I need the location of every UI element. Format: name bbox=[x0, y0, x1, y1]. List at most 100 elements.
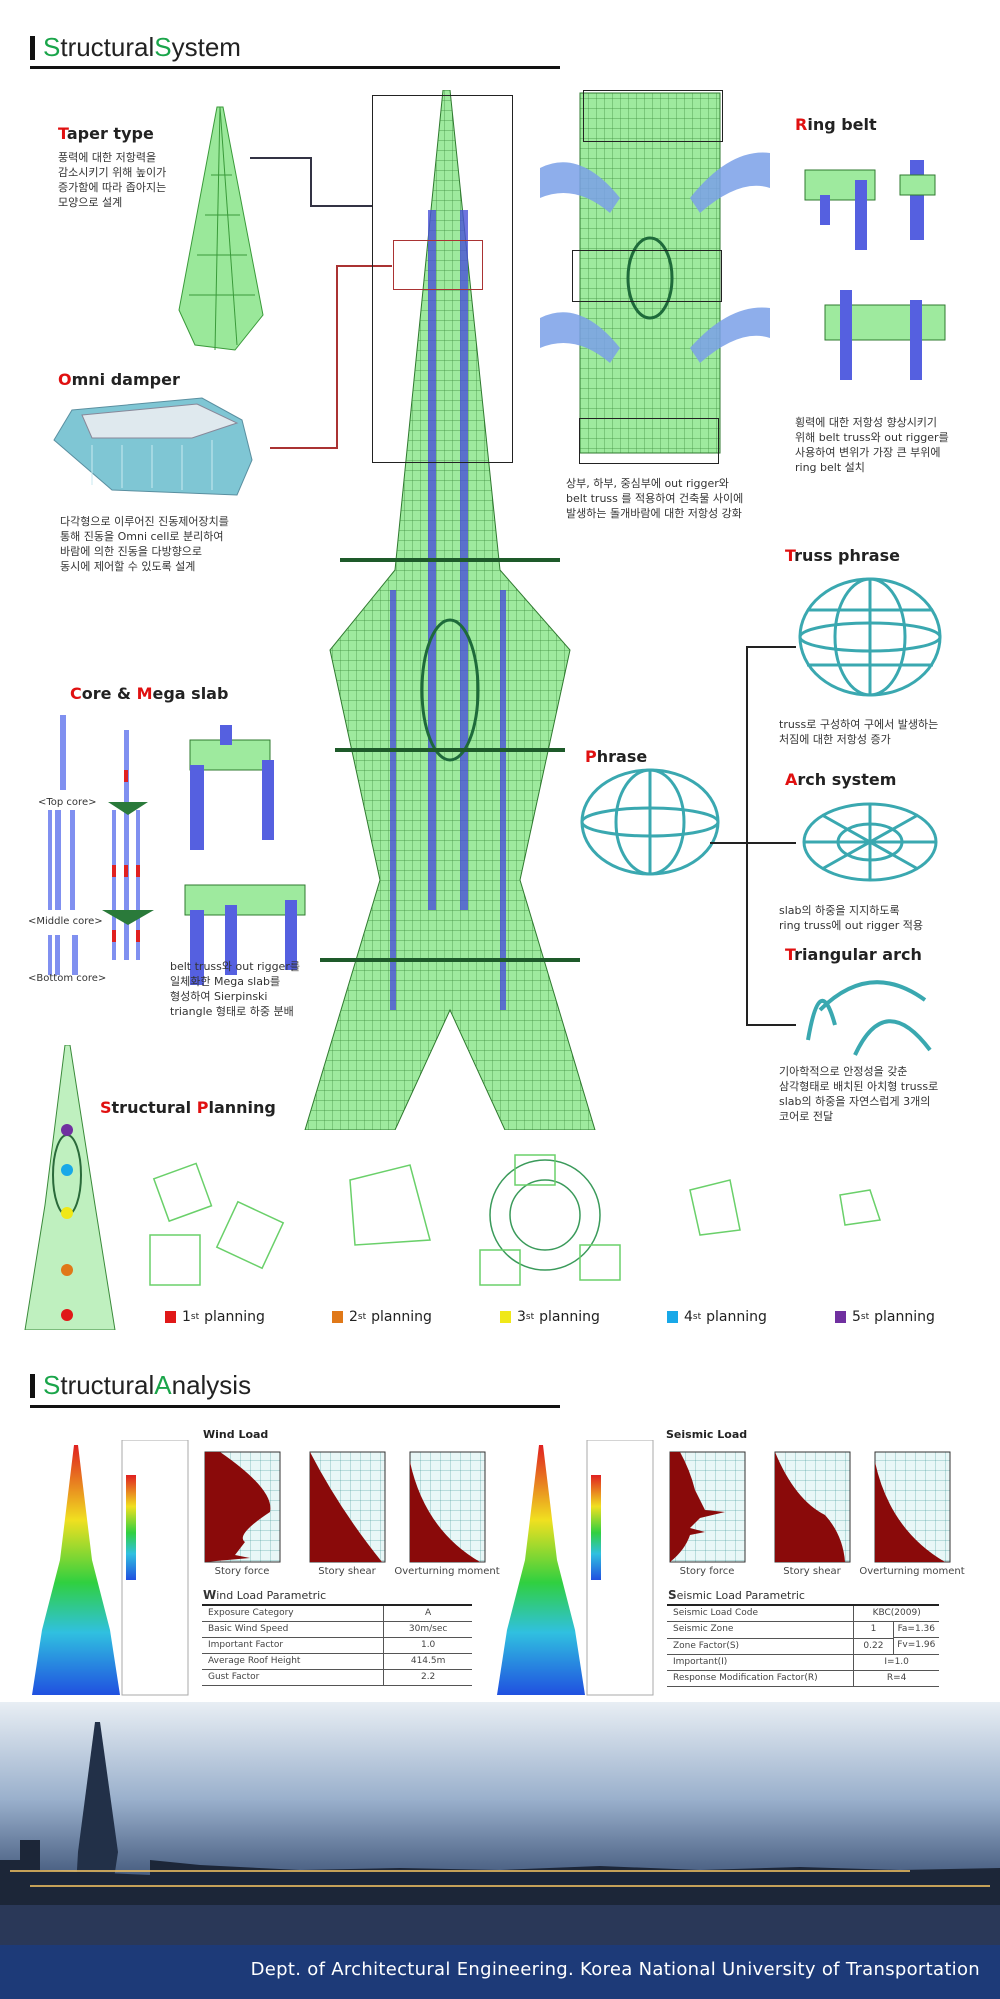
taper-model-image bbox=[178, 106, 264, 351]
taper-type-heading: Taper type bbox=[58, 124, 154, 143]
triangular-arch-text: 기아학적으로 안정성을 갖춘 삼각형태로 배치된 아치형 truss로 slab… bbox=[779, 1065, 939, 1123]
lower-outrigger-frame bbox=[579, 418, 719, 464]
wind-chart-label: Story force bbox=[214, 1566, 270, 1577]
title-part: nalysis bbox=[171, 1370, 252, 1400]
connector-line bbox=[336, 265, 338, 449]
title-underline bbox=[30, 66, 560, 69]
tower-model-image bbox=[304, 90, 596, 1130]
phrase-sphere-image bbox=[580, 768, 720, 876]
connector-line bbox=[310, 205, 372, 207]
title-part: ystem bbox=[171, 32, 241, 62]
damper-detail-frame bbox=[393, 240, 483, 290]
title-part: tructural bbox=[60, 32, 155, 62]
arch-system-heading: Arch system bbox=[785, 770, 897, 789]
legend-swatch bbox=[332, 1311, 343, 1323]
seismic-overturning-moment-chart bbox=[874, 1451, 951, 1563]
wind-displacement-image bbox=[32, 1440, 189, 1696]
top-core-label: <Top core> bbox=[38, 797, 97, 808]
connector-line bbox=[250, 157, 312, 159]
top-detail-frame bbox=[372, 95, 513, 463]
middle-core-label: <Middle core> bbox=[28, 916, 103, 927]
truss-phrase-heading: Truss phrase bbox=[785, 546, 900, 565]
middle-outrigger-frame bbox=[572, 250, 722, 302]
wind-load-title: Wind Load bbox=[203, 1428, 269, 1441]
wind-load-charts bbox=[204, 1451, 486, 1563]
wind-chart-label: Overturning moment bbox=[394, 1566, 500, 1577]
connector-line bbox=[746, 1024, 796, 1026]
connector-line bbox=[746, 646, 748, 1026]
connector-line bbox=[270, 447, 338, 449]
seismic-parametric-title: Seismic Load Parametric bbox=[668, 1588, 805, 1602]
outrigger-text: 상부, 하부, 중심부에 out rigger와 belt truss 를 적용… bbox=[566, 477, 744, 520]
triangular-arch-heading: Triangular arch bbox=[785, 945, 922, 964]
title-initial: S bbox=[154, 32, 172, 62]
tower-silhouette bbox=[75, 1722, 118, 1905]
title-part: tructural bbox=[60, 1370, 155, 1400]
arch-ring-image bbox=[802, 802, 938, 882]
ring-belt-image bbox=[804, 160, 946, 380]
title-initial: A bbox=[154, 1370, 172, 1400]
triangular-arch-image bbox=[806, 980, 932, 1056]
taper-type-text: 풍력에 대한 저항력을 감소시키기 위해 높이가 증가함에 따라 좁아지는 모양… bbox=[58, 151, 167, 209]
planning-tower-image bbox=[24, 1045, 116, 1330]
bottom-core-label: <Bottom core> bbox=[28, 973, 107, 984]
legend-swatch bbox=[835, 1311, 846, 1323]
outrigger-model-image bbox=[540, 92, 770, 454]
seismic-story-shear-chart bbox=[774, 1451, 851, 1563]
title-bar bbox=[30, 35, 35, 60]
seismic-load-charts bbox=[669, 1451, 951, 1563]
legend-swatch bbox=[667, 1311, 678, 1323]
seismic-chart-label: Story shear bbox=[783, 1566, 841, 1577]
legend-swatch bbox=[500, 1311, 511, 1323]
core-mega-slab-heading: Core & Mega slab bbox=[70, 684, 229, 703]
title-bar bbox=[30, 1373, 35, 1398]
core-mega-slab-text: belt truss와 out rigger를 일체화한 Mega slab를 … bbox=[170, 960, 300, 1018]
connector-line bbox=[710, 842, 748, 844]
truss-phrase-text: truss로 구성하여 구에서 발생하는 처짐에 대한 저항성 증가 bbox=[779, 718, 939, 746]
truss-sphere-image bbox=[798, 577, 942, 697]
seismic-chart-label: Overturning moment bbox=[859, 1566, 965, 1577]
phrase-heading: Phrase bbox=[585, 747, 648, 766]
seismic-load-title: Seismic Load bbox=[666, 1428, 748, 1441]
wind-overturning-moment-chart bbox=[409, 1451, 486, 1563]
seismic-displacement-image bbox=[497, 1440, 654, 1696]
connector-line bbox=[336, 265, 392, 267]
wind-story-force-chart bbox=[204, 1451, 281, 1563]
omni-damper-image bbox=[53, 397, 253, 496]
seismic-story-force-chart bbox=[669, 1451, 746, 1563]
core-diagram-image bbox=[48, 715, 306, 985]
upper-outrigger-frame bbox=[583, 90, 723, 142]
wind-story-shear-chart bbox=[309, 1451, 386, 1563]
omni-damper-heading: Omni damper bbox=[58, 370, 180, 389]
legend-swatch bbox=[165, 1311, 176, 1323]
wind-parametric-title: Wind Load Parametric bbox=[203, 1588, 327, 1602]
title-initial: S bbox=[43, 1370, 61, 1400]
wind-chart-label: Story shear bbox=[318, 1566, 376, 1577]
connector-line bbox=[746, 842, 796, 844]
omni-damper-text: 다각형으로 이루어진 진동제어장치를 통해 진동을 Omni cell로 분리하… bbox=[60, 515, 229, 573]
table-row: Response Modification Factor(R)R=4 bbox=[667, 1670, 939, 1687]
floor-plans-image bbox=[149, 1154, 881, 1286]
ring-belt-text: 횡력에 대한 저항성 향상시키기 위해 belt truss와 out rigg… bbox=[795, 416, 949, 474]
title-underline bbox=[30, 1405, 560, 1408]
footer-department: Dept. of Architectural Engineering. Kore… bbox=[0, 1945, 1000, 1999]
structural-planning-heading: Structural Planning bbox=[100, 1098, 276, 1117]
table-row: Important(I)I=1.0 bbox=[667, 1654, 939, 1671]
arch-system-text: slab의 하중을 지지하도록 ring truss에 out rigger 적… bbox=[779, 904, 923, 932]
table-row: Zone Factor(S)0.22 bbox=[667, 1638, 939, 1655]
connector-line bbox=[746, 646, 796, 648]
